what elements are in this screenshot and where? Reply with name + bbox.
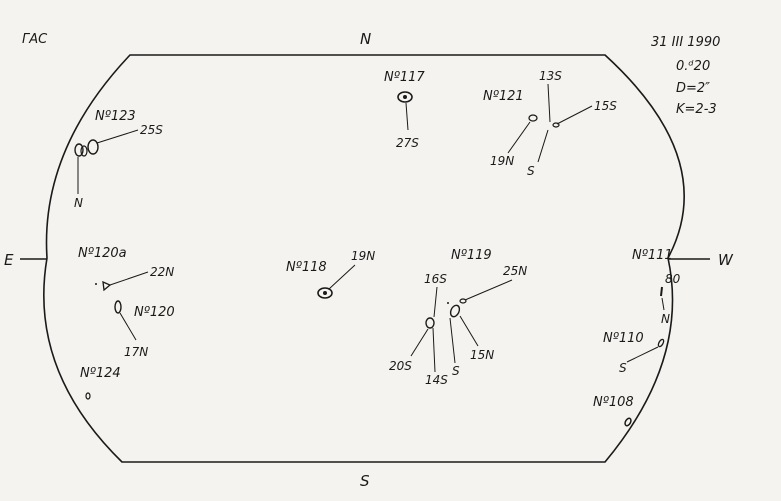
- group-123: Nº123 25S N: [74, 109, 163, 210]
- time-label: 0.ᵈ20: [676, 59, 710, 74]
- group-120a-22n: 22N: [150, 265, 174, 279]
- spot-123a: [87, 139, 99, 155]
- spot-119c: [459, 298, 467, 304]
- group-117-pos: 27S: [396, 136, 419, 150]
- group-121-s: S: [527, 164, 535, 178]
- east-label: E: [4, 251, 14, 269]
- group-123-n: N: [74, 196, 83, 210]
- group-111: Nº111 80 N: [632, 248, 681, 326]
- leader-121-15s: [556, 105, 593, 125]
- group-119-label: Nº119: [451, 248, 492, 263]
- leader-121-s: [537, 129, 549, 163]
- leader-119-25n: [464, 279, 513, 301]
- group-124-label: Nº124: [80, 366, 121, 381]
- leader-123-25s: [96, 129, 139, 144]
- spot-121b: [552, 122, 560, 128]
- group-120-label: Nº120: [134, 305, 175, 320]
- group-118-19n: 19N: [351, 249, 375, 263]
- spot-120: [114, 300, 122, 314]
- group-121-13s: 13S: [539, 69, 562, 83]
- observatory-label: ГАС: [22, 32, 48, 47]
- group-120-17n: 17N: [124, 345, 148, 359]
- leader-119-16s: [433, 286, 438, 318]
- leader-119-20s: [410, 328, 429, 357]
- spot-119-dot: [447, 302, 449, 304]
- group-119: Nº119 16S 25N 20S 14S S 15N: [389, 248, 527, 387]
- spot-124: [85, 392, 91, 400]
- spot-108: [624, 417, 632, 427]
- leader-110-s: [626, 346, 659, 363]
- group-119-20s: 20S: [389, 359, 412, 373]
- group-120a: Nº120a 22N: [78, 246, 174, 292]
- group-121-label: Nº121: [483, 89, 524, 104]
- group-121-19n: 19N: [490, 154, 514, 168]
- spot-117: [397, 91, 413, 103]
- group-117: Nº117 27S: [384, 70, 425, 150]
- group-108-label: Nº108: [593, 395, 634, 410]
- spot-117-umbra: [403, 95, 407, 99]
- diameter-label: D=2″: [676, 81, 710, 96]
- group-119-25n: 25N: [503, 264, 527, 278]
- leader-118: [328, 264, 356, 290]
- group-119-14s: 14S: [425, 373, 448, 387]
- group-119-15n: 15N: [470, 348, 494, 362]
- solar-disk-outline: [43, 54, 685, 463]
- group-110: Nº110 S: [603, 331, 665, 375]
- leader-117: [405, 102, 409, 131]
- leader-119-14s: [432, 327, 436, 373]
- group-108: Nº108: [593, 395, 634, 427]
- south-label: S: [360, 472, 370, 490]
- group-111-n: N: [661, 312, 670, 326]
- spot-119b: [449, 304, 461, 318]
- leader-119-s: [449, 317, 456, 364]
- leader-120a: [109, 271, 149, 286]
- group-111-80: 80: [665, 272, 681, 286]
- group-121-15s: 15S: [594, 99, 617, 113]
- group-110-label: Nº110: [603, 331, 644, 346]
- group-120: Nº120 17N: [114, 300, 175, 359]
- west-label: W: [718, 251, 734, 269]
- spot-118-umbra: [323, 291, 327, 295]
- group-120a-label: Nº120a: [78, 246, 127, 261]
- group-119-s: S: [452, 364, 460, 378]
- spot-123c: [80, 145, 88, 157]
- group-111-label: Nº111: [632, 248, 673, 263]
- group-118-label: Nº118: [286, 260, 327, 275]
- leader-111-n: [661, 297, 665, 311]
- spot-110: [657, 338, 665, 348]
- group-117-label: Nº117: [384, 70, 425, 85]
- group-110-s: S: [619, 361, 627, 375]
- spot-111: [660, 286, 663, 297]
- group-123-25s: 25S: [140, 123, 163, 137]
- group-118: Nº118 19N: [286, 249, 375, 299]
- leader-119-15n: [459, 315, 479, 347]
- spot-120a: [102, 280, 112, 292]
- spot-118: [317, 287, 333, 299]
- leader-120: [119, 312, 137, 341]
- north-label: N: [360, 30, 371, 48]
- spot-119a: [425, 317, 435, 329]
- leader-121-19n: [507, 121, 531, 154]
- group-123-label: Nº123: [95, 109, 136, 124]
- group-119-16s: 16S: [424, 272, 447, 286]
- date-label: 31 III 1990: [651, 35, 720, 50]
- spot-121a: [528, 114, 538, 122]
- leader-121-13s: [547, 83, 551, 123]
- k-index-label: K=2-3: [676, 102, 717, 117]
- group-124: Nº124: [80, 366, 121, 400]
- spot-123b: [74, 143, 84, 157]
- spot-120a-dot: [95, 283, 97, 285]
- group-121: Nº121 13S 15S 19N S: [483, 69, 617, 178]
